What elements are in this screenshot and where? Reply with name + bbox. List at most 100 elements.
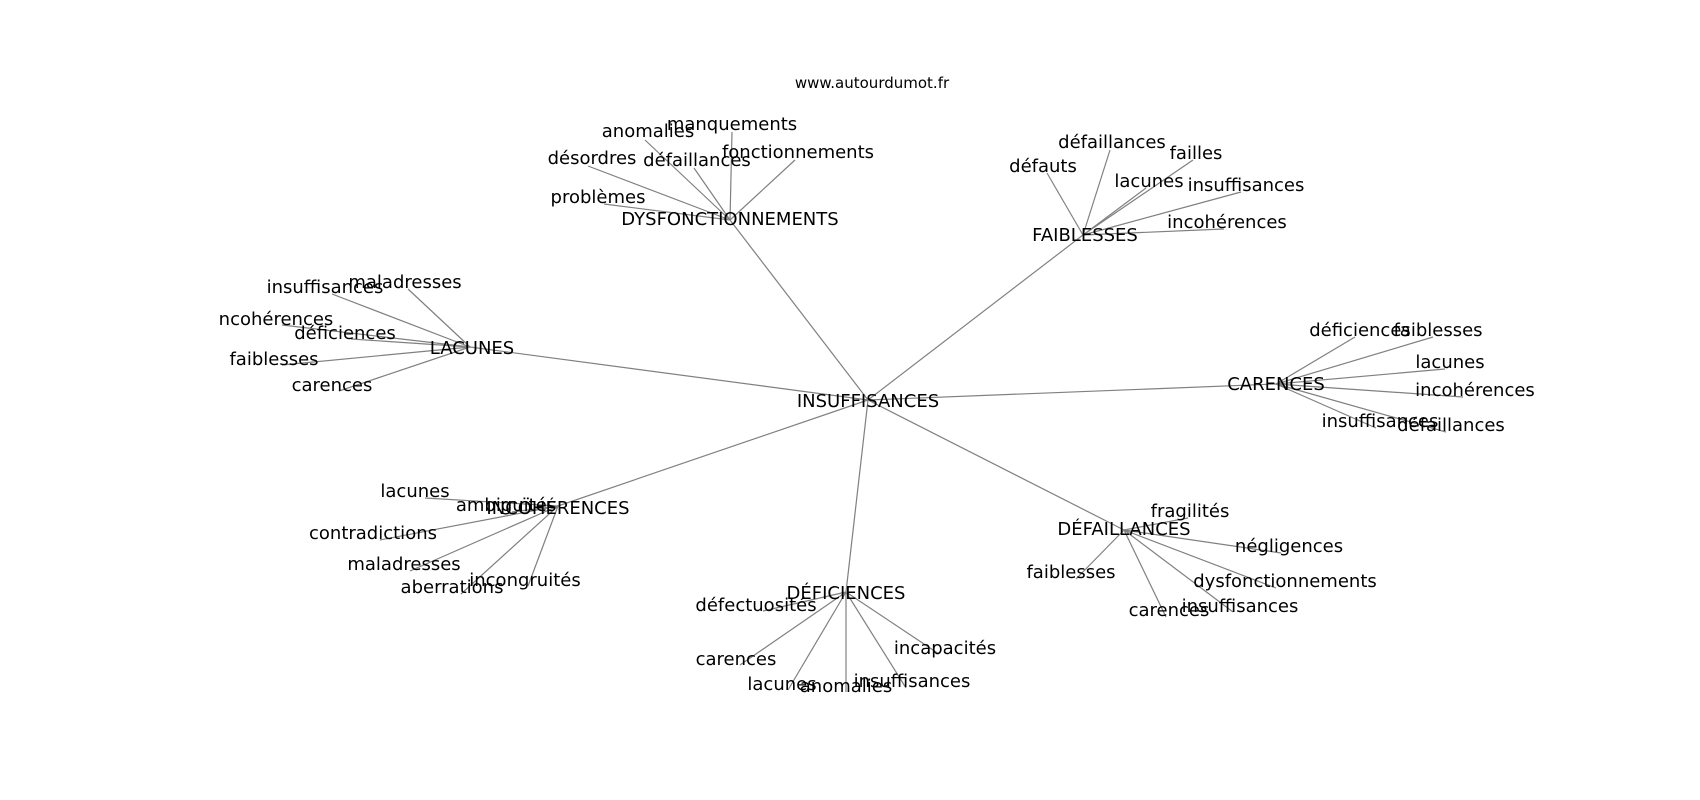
leaf-node-label: anomalies [602,121,694,142]
edge-lacunes-leaf-0 [331,293,471,348]
edge-incoherences-leaf-2 [379,505,559,541]
leaf-node-label: ambiguïtés [456,495,556,516]
edge-incoherences-leaf-5 [460,505,559,595]
leaf-node-label: lacunes [1415,352,1484,373]
leaf-node-label: déficiences [294,323,396,344]
edge-lacunes-leaf-4 [281,346,471,366]
edge-faiblesses-leaf-4 [1082,191,1242,236]
leaf-node-label: incohérences [1415,380,1535,401]
edge-lacunes-leaf-1 [407,288,471,348]
leaf-node-label: ncohérences [219,309,334,330]
edge-carences-leaf-4 [1275,383,1377,429]
cluster-node-label-defaillances: DÉFAILLANCES [1057,518,1190,540]
edge-defaillances-leaf-3 [1123,529,1277,589]
leaf-node-label: lacunes [380,481,449,502]
edge-carences-leaf-1 [1275,336,1434,385]
edge-carences-leaf-0 [1275,336,1356,385]
edge-dysfonctionnements-leaf-0 [729,131,733,221]
edge-root-faiblesses [867,234,1084,401]
edge-faiblesses-leaf-1 [1082,159,1194,236]
leaf-node-label: incapacités [894,638,996,659]
edge-root-deficiences [845,399,869,593]
edge-lacunes-leaf-5 [338,346,471,392]
leaf-node-label: dysfonctionnements [1193,571,1377,592]
leaf-node-label: failles [1170,143,1223,164]
cluster-node-label-faiblesses: FAIBLESSES [1032,225,1138,246]
edge-incoherences-leaf-0 [424,497,559,507]
edge-dysfonctionnements-leaf-4 [693,167,731,221]
edge-faiblesses-leaf-5 [1082,228,1225,236]
edge-root-incoherences [557,399,869,507]
leaf-node-label: défectuosités [695,595,816,616]
cluster-node-label-incoherences: INCOHÉRENCES [486,497,629,519]
leaf-node-label: déficiences [1309,320,1411,341]
edge-incoherences-leaf-3 [409,505,559,572]
edge-carences-leaf-3 [1275,383,1464,398]
leaf-node-label: désordres [548,148,637,169]
leaf-node-label: insuffisances [1188,175,1305,196]
edge-defaillances-leaf-1 [1123,529,1282,554]
edge-carences-leaf-2 [1275,368,1446,385]
root-node-label: INSUFFISANCES [797,391,939,412]
edge-faiblesses-leaf-3 [1082,187,1147,236]
edge-dysfonctionnements-leaf-5 [603,203,731,221]
leaf-node-label: défaillances [1397,415,1505,436]
edge-dysfonctionnements-leaf-1 [644,139,731,221]
edge-dysfonctionnements-leaf-2 [729,159,796,221]
edge-root-carences [867,383,1277,401]
edge-deficiences-leaf-3 [845,591,907,689]
leaf-node-label: incohérences [1167,212,1287,233]
leaf-node-label: insuffisances [267,277,384,298]
leaf-node-label: faiblesses [229,349,318,370]
leaf-node-label: négligences [1235,536,1343,557]
leaf-node-label: aberrations [401,577,504,598]
edge-defaillances-leaf-2 [1075,529,1125,580]
leaf-node-label: lacunes [747,674,816,695]
edge-dysfonctionnements-leaf-3 [587,165,731,221]
leaf-node-label: défauts [1009,156,1077,177]
leaf-node-label: faiblesses [1393,320,1482,341]
edge-deficiences-leaf-2 [739,591,847,666]
edge-root-lacunes [469,346,869,401]
edge-deficiences-leaf-1 [845,591,940,655]
graph-labels: www.autourdumot.fr INSUFFISANCES manquem… [219,74,1535,697]
cluster-node-label-deficiences: DÉFICIENCES [787,582,906,604]
leaf-node-label: fonctionnements [722,142,874,163]
leaf-node-label: défaillances [643,150,751,171]
edge-faiblesses-leaf-2 [1046,172,1084,236]
leaf-node-label: défaillances [1058,132,1166,153]
edge-defaillances-leaf-5 [1123,529,1167,618]
leaf-node-label: insuffisances [854,671,971,692]
edge-defaillances-leaf-4 [1123,529,1234,613]
graph-edges [281,131,1464,692]
leaf-node-label: carences [696,649,777,670]
leaf-node-label: fragilités [1151,501,1230,522]
leaf-node-label: manquements [667,114,797,135]
leaf-node-label: anomalies [800,676,892,697]
leaf-node-label: problèmes [551,187,646,208]
leaf-node-label: maladresses [348,272,461,293]
leaf-node-label: faiblesses [1026,562,1115,583]
edge-lacunes-leaf-2 [281,324,471,348]
edge-faiblesses-leaf-0 [1082,149,1111,236]
cluster-node-label-carences: CARENCES [1227,374,1325,395]
watermark: www.autourdumot.fr [795,74,950,92]
leaf-node-label: carences [292,375,373,396]
cluster-node-label-lacunes: LACUNES [430,338,514,359]
cluster-node-label-dysfonctionnements: DYSFONCTIONNEMENTS [621,209,838,230]
edge-incoherences-leaf-4 [527,505,559,587]
leaf-node-label: insuffisances [1182,596,1299,617]
edge-root-dysfonctionnements [729,219,869,401]
edge-deficiences-leaf-0 [762,591,847,612]
edge-root-defaillances [867,399,1125,531]
leaf-node-label: lacunes [1114,171,1183,192]
leaf-node-label: carences [1129,600,1210,621]
leaf-node-label: insuffisances [1322,411,1439,432]
edge-lacunes-leaf-3 [350,338,471,348]
leaf-node-label: maladresses [347,554,460,575]
leaf-node-label: incongruités [469,570,580,591]
edge-defaillances-leaf-0 [1123,517,1189,531]
edge-carences-leaf-5 [1275,383,1447,433]
edge-deficiences-leaf-4 [787,591,847,691]
